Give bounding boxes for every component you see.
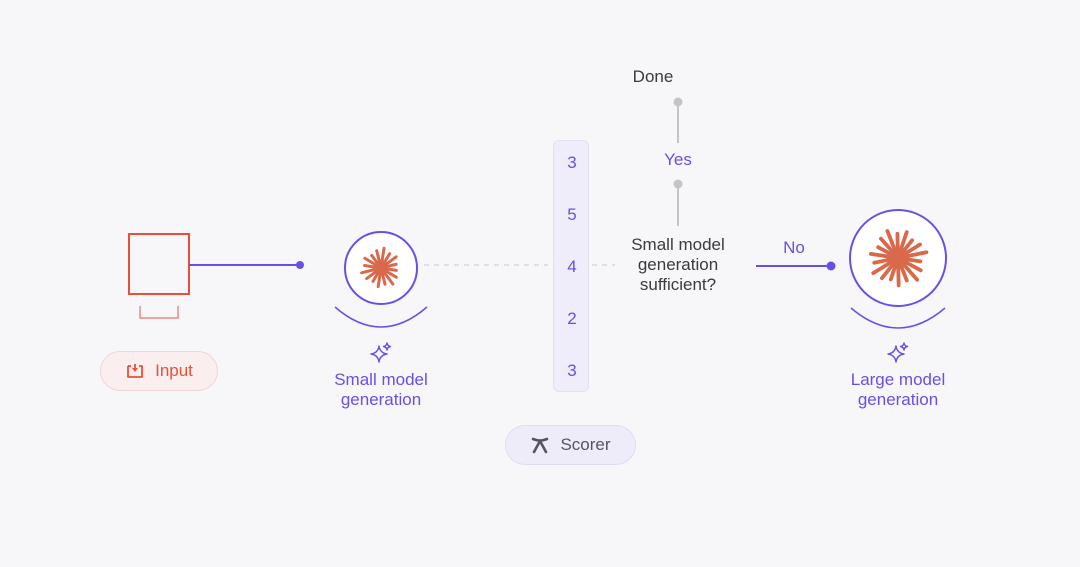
scorer-label: Scorer [560,435,611,454]
no-label: No [783,238,805,257]
small-model-arc [334,306,428,328]
no-connector-dot [826,261,836,271]
large-model-label: Large model generation [850,370,946,409]
yes-connector-dot [673,179,683,189]
decision-label: Small model generation sufficient? [631,235,725,294]
input-box [128,233,190,295]
small-model-sparkle-icon [370,342,392,363]
score-value: 5 [567,205,577,224]
large-model-arc [850,307,946,329]
large-model-sparkle-icon [887,342,909,363]
done-connector-dot [673,97,683,107]
score-value: 3 [567,361,577,380]
scorer-icon [532,437,549,454]
score-value: 4 [567,257,577,276]
scorer-pill: Scorer [505,425,636,465]
input-bracket [139,306,179,319]
input-connector-dot [296,261,304,269]
large-model-starburst-icon [869,229,929,288]
done-label: Done [632,67,674,86]
input-label: Input [155,361,193,380]
small-model-label: Small model generation [334,370,428,409]
score-column: 3 5 4 2 3 [553,140,589,392]
tray-download-icon [127,364,143,378]
small-model-starburst-icon [360,246,398,289]
starburst-core [376,263,386,273]
yes-label: Yes [664,150,692,169]
input-pill: Input [100,351,218,391]
score-value: 3 [567,153,577,172]
starburst-core [891,251,905,265]
score-value: 2 [567,309,577,328]
